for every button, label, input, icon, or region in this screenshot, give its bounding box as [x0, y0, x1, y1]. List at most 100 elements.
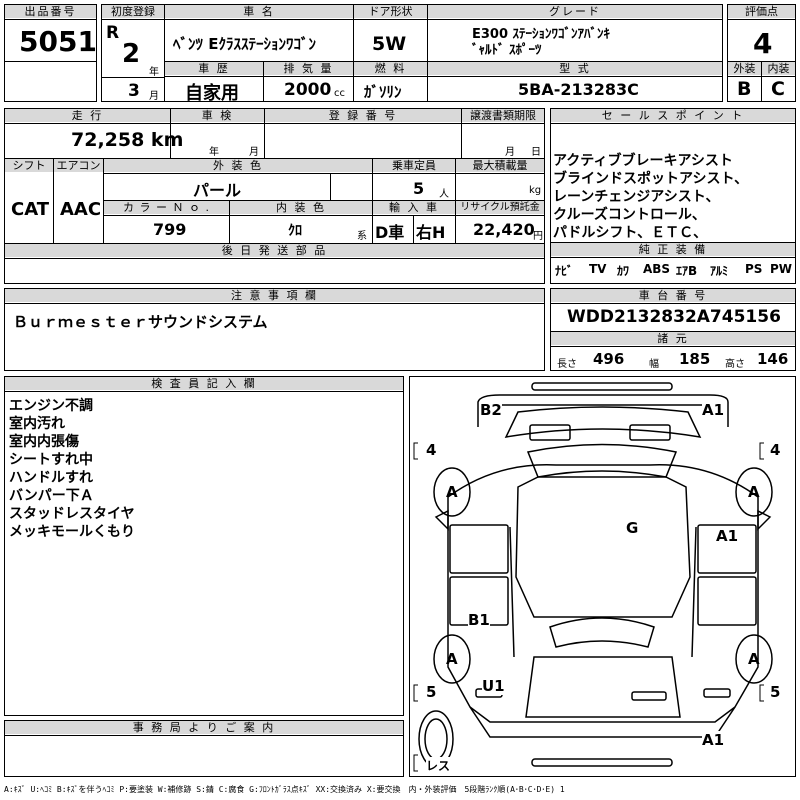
registration-label: 登 録 番 号: [265, 109, 461, 122]
inspector-note: バンパー下Ａ: [9, 488, 94, 504]
capacity-label: 乗車定員: [373, 159, 455, 172]
capacity-unit: 人: [439, 189, 449, 200]
grade-box: グレード E300 ｽﾃｰｼｮﾝﾜｺﾞﾝｱﾊﾞﾝｷ ﾞｬﾙﾄﾞ ｽﾎﾟｰﾂ: [427, 4, 723, 62]
equipment-tv: TV: [589, 262, 607, 276]
damage-mark: B1: [468, 611, 490, 629]
inspector-box: 検 査 員 記 入 欄 エンジン不調 室内汚れ 室内内張傷 シートすれ中 ハンド…: [4, 376, 404, 716]
equipment-label: 純 正 装 備: [551, 243, 795, 256]
damage-mark: G: [626, 519, 639, 537]
chassis-box: 車 台 番 号 WDD2132832A745156 諸 元 長さ 496 幅 1…: [550, 288, 796, 371]
car-name-label: 車 名: [165, 5, 353, 18]
notes-label: 注 意 事 項 欄: [5, 289, 544, 302]
recycle-fee: 22,420: [473, 220, 535, 239]
interior-grade: C: [771, 78, 785, 100]
displacement-unit: cc: [334, 88, 345, 99]
inspector-label: 検 査 員 記 入 欄: [5, 377, 403, 390]
equipment-alloy: ｱﾙﾐ: [710, 264, 729, 278]
interior-grade-box: 内装 C: [761, 61, 796, 102]
exterior-color: パール: [193, 181, 242, 200]
displacement-box: 排 気 量 2000 cc: [263, 61, 354, 102]
length-label: 長さ: [557, 359, 577, 370]
office-box: 事 務 局 よ り ご 案 内: [4, 720, 404, 777]
model-code: 5BA-213283C: [518, 80, 639, 99]
tread-label-rear-left: 5: [426, 683, 437, 701]
damage-mark: A1: [716, 527, 739, 545]
color-label: 外 装 色: [104, 159, 372, 172]
length: 496: [593, 350, 625, 368]
car-name-box: 車 名 ﾍﾞﾝﾂ Eｸﾗｽｽﾃｰｼｮﾝﾜｺﾞﾝ: [164, 4, 354, 62]
fuel-box: 燃 料 ｶﾞｿﾘﾝ: [353, 61, 428, 102]
equipment-leather: ｶﾜ: [617, 264, 630, 278]
color-number-label: カ ラ ー Ｎ ｏ .: [104, 201, 229, 214]
tire-mark-front-left: A: [446, 483, 458, 501]
width: 185: [679, 350, 711, 368]
sales-point: クルーズコントロール、: [553, 207, 706, 223]
transfer-month-unit: 月: [505, 147, 515, 158]
chassis-label: 車 台 番 号: [551, 289, 795, 302]
door-type: 5W: [372, 33, 407, 55]
sales-points-label: セ ー ル ス ポ イ ン ト: [551, 109, 795, 122]
car-outline: [413, 382, 773, 772]
mileage: 72,258 km: [71, 129, 184, 151]
shift-type: CAT: [11, 199, 50, 220]
exterior-grade-box: 外装 B: [727, 61, 762, 102]
tire-mark-rear-right: A: [748, 650, 760, 668]
era: R: [106, 23, 120, 43]
inspector-note: 室内汚れ: [9, 416, 65, 432]
inspector-note: エンジン不調: [9, 398, 93, 414]
ac-type: AAC: [60, 199, 102, 220]
sales-point: パドルシフト、ＥＴＣ、: [553, 225, 708, 241]
recycle-label: リサイクル預託金: [456, 201, 544, 214]
inspection-year-unit: 年: [209, 147, 219, 158]
inspector-note: スタッドレスタイヤ: [9, 506, 135, 522]
inspector-note: メッキモールくもり: [9, 524, 135, 540]
car-name: ﾍﾞﾝﾂ Eｸﾗｽｽﾃｰｼｮﾝﾜｺﾞﾝ: [173, 35, 316, 53]
tread-label-front-right: 4: [770, 441, 781, 459]
steering-side: 右H: [416, 223, 446, 242]
month-unit: 月: [149, 91, 159, 102]
exterior-label: 外装: [728, 62, 761, 75]
inspector-note: 室内内張傷: [9, 434, 79, 450]
height-label: 高さ: [725, 359, 745, 370]
import-type: D車: [375, 223, 405, 242]
legend: A:ｷｽﾞ U:ﾍｺﾐ B:ｷｽﾞを伴うﾍｺﾐ P:要塗装 W:補修跡 S:錆 …: [4, 785, 565, 794]
tire-mark-front-right: A: [748, 483, 760, 501]
inspection-label: 車 検: [171, 109, 264, 122]
sales-point: アクティブブレーキアシスト: [553, 153, 733, 169]
office-label: 事 務 局 よ り ご 案 内: [5, 721, 403, 734]
width-label: 幅: [649, 359, 659, 370]
history-box: 車 歴 自家用: [164, 61, 264, 104]
sales-point: レーンチェンジアシスト、: [553, 189, 720, 205]
recycle-unit: 円: [533, 231, 543, 242]
door-label: ドア形状: [354, 5, 427, 18]
damage-mark: U1: [482, 677, 505, 695]
equipment-navi: ﾅﾋﾞ: [555, 264, 574, 278]
notes-box: 注 意 事 項 欄 Ｂｕｒｍｅｓｔｅｒサウンドシステム: [4, 288, 545, 371]
inspector-note: ハンドルすれ: [9, 470, 93, 486]
later-parts-label: 後 日 発 送 部 品: [5, 244, 544, 257]
load-unit: kg: [529, 185, 542, 196]
interior-color-unit: 系: [357, 231, 367, 242]
model-label: 型 式: [428, 62, 722, 75]
tread-label-front-left: 4: [426, 441, 437, 459]
displacement: 2000: [284, 80, 332, 100]
tire-mark-rear-left: A: [446, 650, 458, 668]
height: 146: [757, 350, 789, 368]
lot-number-label: 出品番号: [5, 5, 96, 18]
damage-mark: A1: [702, 401, 725, 419]
ac-label: エアコン: [54, 159, 103, 172]
inspector-note: シートすれ中: [9, 452, 93, 468]
tread-label-rear-right: 5: [770, 683, 781, 701]
history: 自家用: [185, 83, 239, 104]
spare-tire-label: レス: [426, 757, 451, 774]
grade-line-2: ﾞｬﾙﾄﾞ ｽﾎﾟｰﾂ: [472, 43, 542, 58]
door-box: ドア形状 5W: [353, 4, 428, 62]
first-registration-label: 初度登録: [102, 5, 164, 18]
interior-color: ｸﾛ: [288, 223, 302, 239]
equipment-abs: ABS: [643, 262, 671, 276]
grade-label: グレード: [428, 5, 722, 18]
score-label: 評価点: [728, 5, 795, 18]
exterior-grade: B: [737, 78, 752, 100]
grade-line-1: E300 ｽﾃｰｼｮﾝﾜｺﾞﾝｱﾊﾞﾝｷ: [472, 27, 611, 42]
inspection-month-unit: 月: [249, 147, 259, 158]
